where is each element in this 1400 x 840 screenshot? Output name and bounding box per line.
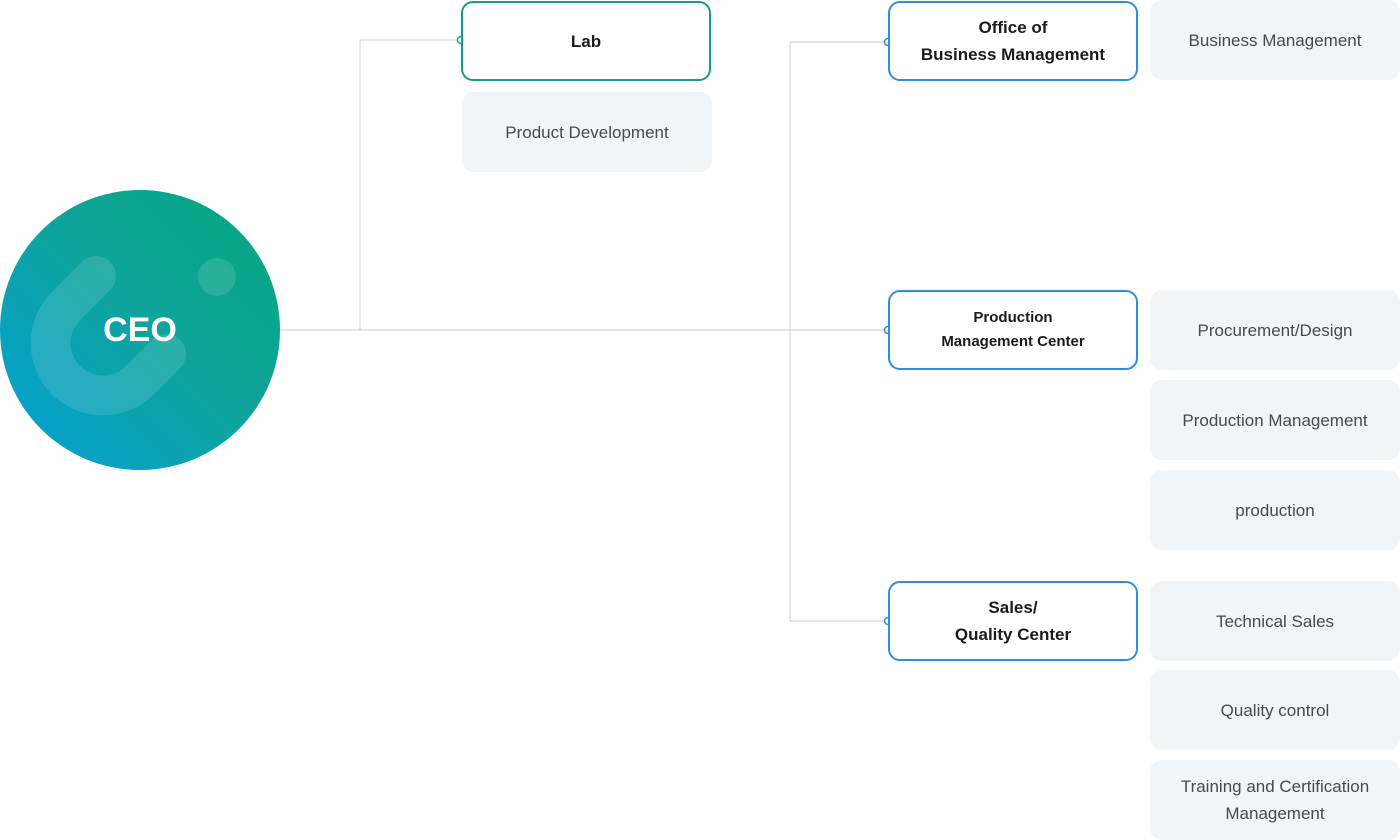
team-training-and-certification-management: Training and Certification Management xyxy=(1150,760,1400,840)
team-quality-control: Quality control xyxy=(1150,670,1400,750)
team-technical-sales: Technical Sales xyxy=(1150,581,1400,661)
production-management-center-box: Production Management Center xyxy=(888,290,1138,370)
team-product-development: Product Development xyxy=(462,92,712,172)
team-production: production xyxy=(1150,470,1400,550)
team-business-management: Business Management xyxy=(1150,0,1400,80)
ceo-label: CEO xyxy=(103,310,177,349)
team-production-management: Production Management xyxy=(1150,380,1400,460)
company-logo-icon xyxy=(30,256,236,416)
lab-box: Lab xyxy=(461,1,711,81)
office-of-business-management-box: Office of Business Management xyxy=(888,1,1138,81)
sales-quality-center-box: Sales/ Quality Center xyxy=(888,581,1138,661)
team-procurement-design: Procurement/Design xyxy=(1150,290,1400,370)
ceo-node: CEO xyxy=(0,190,280,470)
